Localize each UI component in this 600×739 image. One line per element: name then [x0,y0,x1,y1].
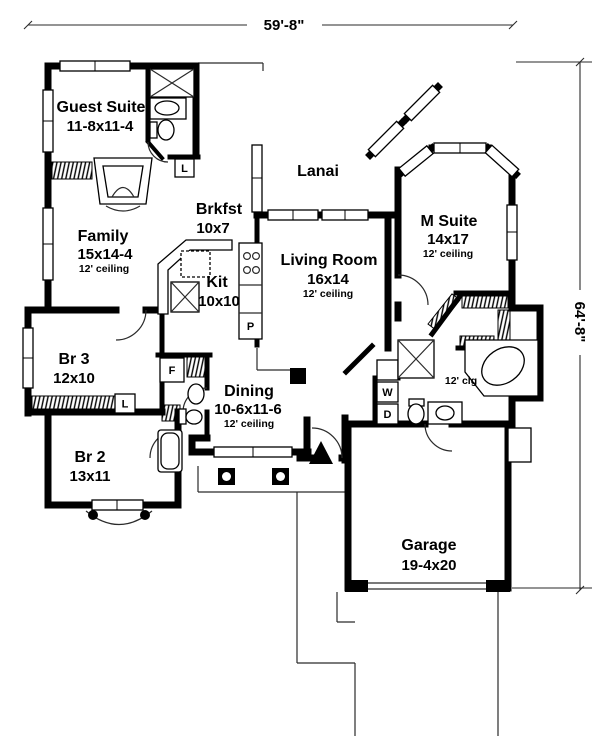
stove-burner [252,266,261,275]
sink-icon [154,100,180,116]
windows [22,60,520,511]
room-size-brkfst: 10x7 [196,220,229,237]
window-br2-bottom [91,499,144,511]
entry-and-porch [85,348,333,525]
room-label-br3: Br 3 [58,351,89,368]
master-bathroom [407,339,539,425]
kitchen-counter [157,239,233,315]
room-label-kit: Kit [206,274,228,291]
window-msuite-right [506,204,518,261]
room-ceiling-family: 12' ceiling [79,263,129,275]
toilet-icon [157,119,175,141]
window-lanai-diagonal-1 [367,120,405,158]
window-living-2 [321,209,369,221]
window-guest-left [42,89,54,153]
dimension-lines: 59'-8" 64'-8" [23,17,592,595]
family-closet-hatch [51,161,93,180]
kitchen [157,239,263,340]
room-ceiling-dining: 12' ceiling [224,418,274,430]
room-label-family: Family [78,228,129,245]
room-size-garage: 19-4x20 [401,557,456,574]
laundry [376,359,399,425]
window-guest-top [59,60,131,72]
window-family-left [42,207,54,281]
marker-washer: W [382,387,393,399]
room-labels: Guest Suite 11-8x11-4 Family 15x14-4 12'… [53,99,477,574]
washer-box [376,381,399,403]
guest-bathroom [149,68,195,141]
toilet-icon [185,409,203,425]
toilet-tank [149,121,158,139]
fireplace [93,157,153,212]
hall-linen-closet [397,339,435,379]
room-label-msuite: M Suite [421,213,478,230]
room-size-guest-suite: 11-8x11-4 [67,118,134,135]
room-ceiling-mbath: 12' clg [445,375,477,387]
bath-shelf-hatch [161,404,181,422]
wic-hatch-top [461,295,509,309]
dining-column [290,368,306,384]
marker-pantry: P [247,321,254,333]
room-size-br3: 12x10 [53,370,95,387]
hall-bathroom [157,383,205,473]
window-living-1 [267,209,319,221]
toilet-tank [178,408,187,425]
room-label-guest-suite: Guest Suite [57,99,146,116]
sink-icon [187,383,205,405]
dimension-width-label: 59'-8" [264,17,305,34]
room-label-garage: Garage [401,537,456,554]
marker-dryer: D [384,409,392,421]
site-lines [197,62,499,736]
window-mbay-left-diagonal [397,144,435,178]
window-br3-left [22,327,34,389]
room-label-br2: Br 2 [74,449,105,466]
window-mbay-right-diagonal [484,144,520,178]
stove-burner [243,252,252,261]
marker-boxes [114,158,195,414]
porch-column [272,468,289,485]
room-size-dining: 10-6x11-6 [214,401,282,418]
wic-hatch-diagonal [427,293,461,331]
marker-furnace: F [169,365,176,377]
linen-closet-box [114,393,136,414]
room-ceiling-msuite: 12' ceiling [423,248,473,260]
linen-closet-box [174,158,195,178]
room-size-kit: 10x10 [198,293,240,310]
furnace-closet-box [159,357,185,383]
porch-column [218,468,235,485]
br3-closet-hatch [31,395,117,411]
room-size-family: 15x14-4 [77,246,133,263]
bow-window-br2 [85,510,153,525]
hall-shelf-hatch [186,356,206,378]
window-lanai-diagonal-2 [403,84,441,122]
garage-wall-bump [507,427,532,463]
room-ceiling-living: 12' ceiling [303,288,353,300]
garden-tub-icon [481,346,525,386]
entry-arrow-icon [309,441,333,464]
marker-labels: L L F P W D [122,163,394,421]
toilet-icon [407,403,425,425]
marker-linen-hall: L [181,163,188,175]
marker-linen-bed: L [122,399,129,411]
stove-burner [243,266,252,275]
room-size-living: 16x14 [307,271,349,288]
window-lanai-screen [251,144,263,213]
room-label-living: Living Room [281,252,378,269]
room-label-dining: Dining [224,383,274,400]
room-label-lanai: Lanai [297,163,339,180]
kitchen-peninsula [180,250,211,278]
window-dining-front [213,446,293,458]
room-size-br2: 13x11 [70,468,111,485]
room-size-msuite: 14x17 [427,231,469,248]
stove-burner [252,252,261,261]
dryer-box [376,403,399,425]
room-label-brkfst: Brkfst [196,201,243,218]
laundry-cabinet [376,359,399,381]
window-mbay-top [433,142,487,154]
dimension-height-label: 64'-8" [571,302,588,343]
sink-icon [435,405,455,421]
